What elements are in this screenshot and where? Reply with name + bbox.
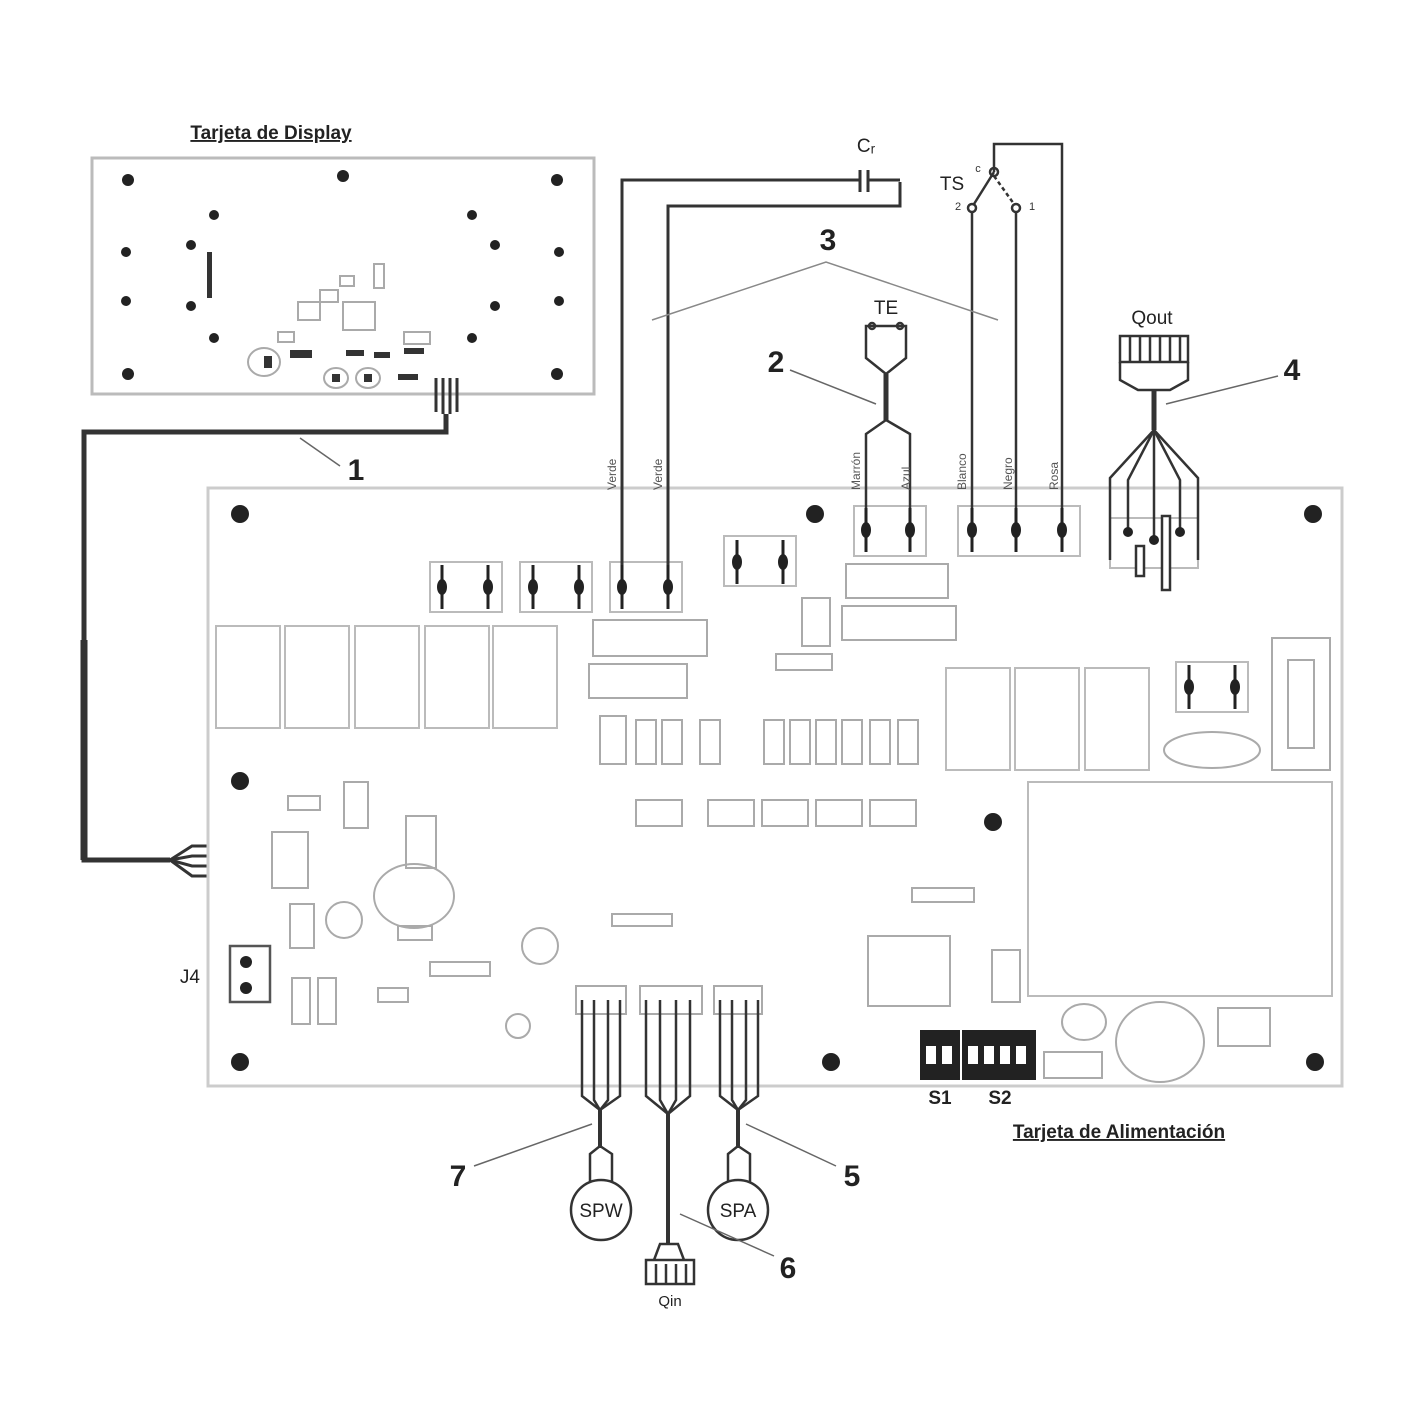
spa-label: SPA bbox=[720, 1201, 757, 1222]
qin-label: Qin bbox=[658, 1293, 681, 1310]
wire-labels: Verde Verde Marrón Azul Blanco Negro Ros… bbox=[605, 452, 1061, 490]
display-board bbox=[90, 156, 596, 414]
dip-switch-s2 bbox=[962, 1030, 1036, 1080]
callout-6: 6 bbox=[780, 1252, 797, 1285]
wire-label: Blanco bbox=[955, 453, 969, 490]
ts-1-label: 1 bbox=[1029, 201, 1035, 213]
power-board bbox=[206, 486, 1344, 1088]
wire-label: Verde bbox=[651, 458, 665, 490]
callout-1: 1 bbox=[348, 454, 365, 487]
spw-label: SPW bbox=[579, 1201, 622, 1222]
callout-2: 2 bbox=[768, 346, 785, 379]
thermal-sensor-te bbox=[864, 321, 912, 530]
wire-label: Negro bbox=[1001, 457, 1015, 490]
j4-label: J4 bbox=[180, 967, 201, 988]
connector-j4 bbox=[228, 944, 272, 1004]
sensor-cables-bottom bbox=[569, 1000, 770, 1286]
capacitor-wires bbox=[620, 170, 902, 592]
power-board-title: Tarjeta de Alimentación bbox=[1013, 1122, 1225, 1143]
flow-sensor-qout bbox=[1108, 334, 1200, 592]
ts-2-label: 2 bbox=[955, 201, 961, 213]
qout-label: Qout bbox=[1131, 308, 1173, 329]
ts-label: TS bbox=[940, 174, 964, 195]
callout-5: 5 bbox=[844, 1160, 861, 1193]
wire-label: Rosa bbox=[1047, 462, 1061, 490]
wire-label: Azul bbox=[899, 467, 913, 490]
callout-3: 3 bbox=[820, 224, 837, 257]
ts-c-label: c bbox=[975, 163, 981, 175]
display-board-title: Tarjeta de Display bbox=[190, 123, 352, 144]
s2-label: S2 bbox=[988, 1088, 1011, 1109]
thermal-switch-ts bbox=[966, 142, 1064, 530]
callout-7: 7 bbox=[450, 1160, 467, 1193]
te-label: TE bbox=[874, 298, 898, 319]
s1-label: S1 bbox=[928, 1088, 952, 1109]
callout-4: 4 bbox=[1284, 354, 1301, 387]
wire-label: Marrón bbox=[849, 452, 863, 490]
cr-label: Cᵣ bbox=[857, 136, 876, 157]
dip-switch-s1 bbox=[920, 1030, 960, 1080]
wire-label: Verde bbox=[605, 458, 619, 490]
